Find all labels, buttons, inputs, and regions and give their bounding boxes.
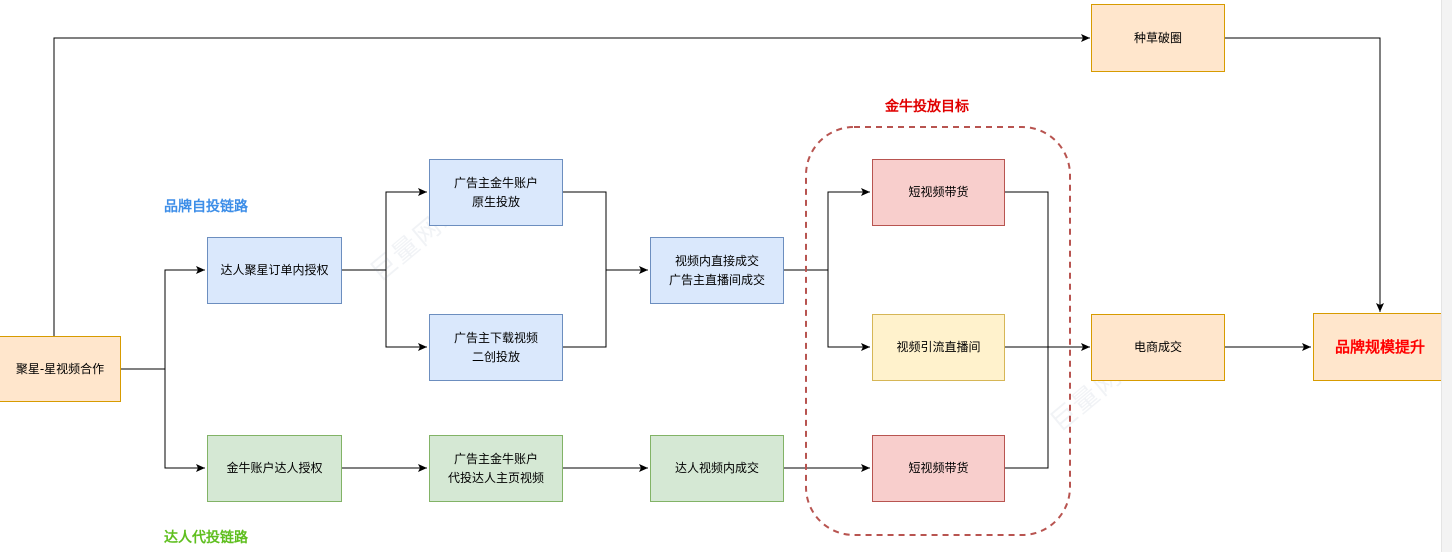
node-label: 广告主金牛账户 代投达人主页视频 — [447, 451, 544, 485]
node-label: 聚星-星视频合作 — [15, 361, 105, 376]
node-short-video-1: 短视频带货 — [872, 159, 1005, 226]
node-label: 短视频带货 — [908, 461, 969, 475]
node-jinniu-auth: 金牛账户达人授权 — [207, 435, 342, 502]
node-label: 种草破圈 — [1133, 30, 1182, 45]
node-label: 广告主下载视频 二创投放 — [453, 330, 538, 364]
node-video-live: 视频引流直播间 — [872, 314, 1005, 381]
node-short-video-2: 短视频带货 — [872, 435, 1005, 502]
node-label: 视频内直接成交 广告主直播间成交 — [668, 253, 765, 287]
node-star-collab: 聚星-星视频合作 — [0, 336, 121, 402]
node-talent-auth: 达人聚星订单内授权 — [207, 237, 342, 304]
node-ecommerce: 电商成交 — [1091, 314, 1225, 381]
node-talent-video-deal: 达人视频内成交 — [650, 435, 784, 502]
node-label: 达人视频内成交 — [674, 461, 759, 475]
node-adv-proxy: 广告主金牛账户 代投达人主页视频 — [429, 435, 563, 502]
brand-chain-label: 品牌自投链路 — [164, 199, 248, 215]
target-title: 金牛投放目标 — [885, 99, 969, 115]
node-video-direct: 视频内直接成交 广告主直播间成交 — [650, 237, 784, 304]
node-label: 金牛账户达人授权 — [226, 461, 323, 475]
target-region — [805, 126, 1071, 536]
talent-chain-label: 达人代投链路 — [164, 530, 248, 546]
node-label: 短视频带货 — [908, 185, 969, 199]
node-label: 品牌规模提升 — [1334, 337, 1425, 356]
node-brand-upgrade: 品牌规模提升 — [1313, 313, 1447, 381]
scrollbar[interactable] — [1441, 0, 1452, 552]
node-label: 广告主金牛账户 原生投放 — [453, 175, 538, 209]
node-label: 电商成交 — [1133, 340, 1182, 354]
node-label: 视频引流直播间 — [896, 340, 981, 354]
node-adv-download: 广告主下载视频 二创投放 — [429, 314, 563, 381]
node-seeding: 种草破圈 — [1091, 4, 1225, 72]
node-adv-native: 广告主金牛账户 原生投放 — [429, 159, 563, 226]
node-label: 达人聚星订单内授权 — [220, 263, 329, 277]
